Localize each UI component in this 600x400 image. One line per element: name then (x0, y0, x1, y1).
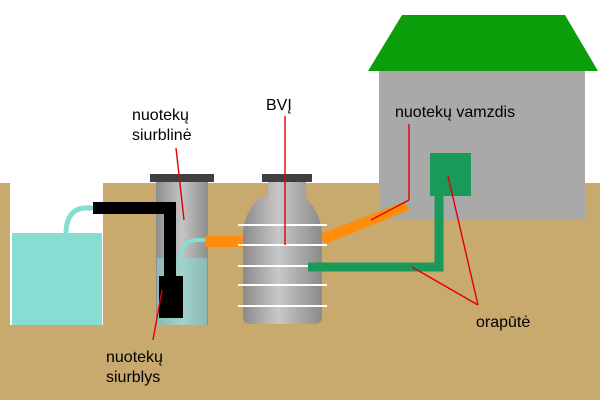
pump-station-lid (150, 174, 214, 182)
label-pump-station: nuotekų siurblinė (132, 107, 192, 144)
bvi-lid (262, 174, 312, 182)
discharge-pipe (93, 202, 176, 278)
label-pump: nuotekų siurblys (106, 349, 163, 386)
leader-sewage-pipe-tie (370, 199, 410, 221)
air-pipe (308, 195, 444, 272)
house-wall (379, 70, 585, 220)
leader-pump (152, 289, 163, 341)
outlet-bend (63, 205, 96, 235)
sewage-pipe-link (205, 236, 249, 247)
label-air-blower: orapūtė (476, 314, 531, 331)
leader-blower-1 (447, 175, 479, 306)
water-basin (12, 233, 102, 325)
label-sewage-pipe: nuotekų vamzdis (395, 104, 516, 121)
sewage-pump (159, 276, 183, 318)
label-bvi: BVĮ (266, 97, 292, 114)
leader-pump-station (175, 147, 185, 221)
pump-station-riser (178, 238, 206, 259)
sewage-pipe-house (320, 202, 410, 244)
leader-blower-2 (411, 266, 479, 306)
leader-lines (152, 116, 479, 341)
bvi-tank (243, 180, 322, 324)
house-roof (368, 15, 598, 71)
